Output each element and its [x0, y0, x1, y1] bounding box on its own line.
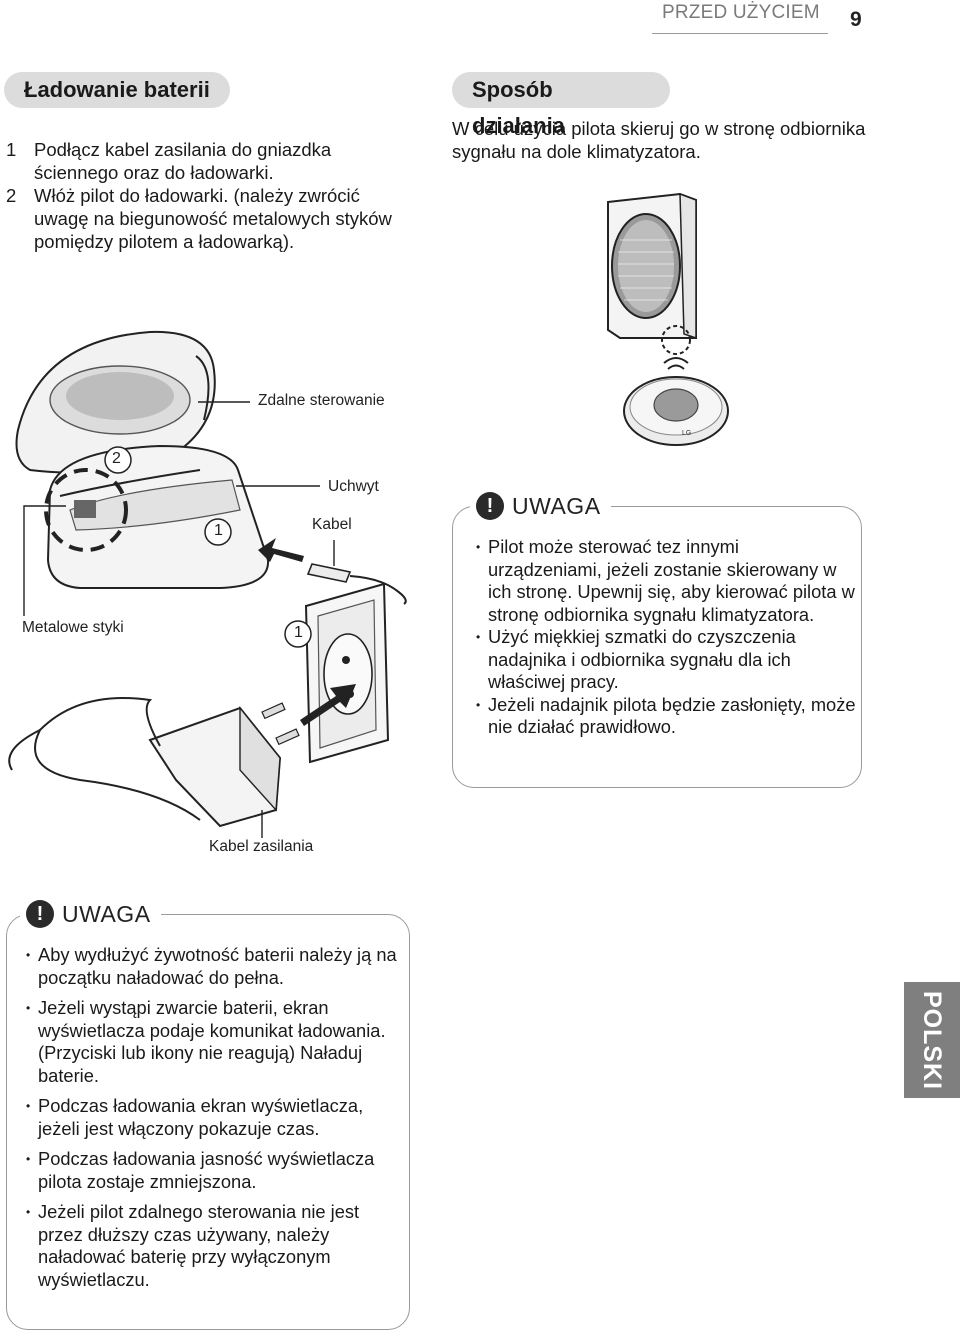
language-tab: POLSKI	[904, 982, 960, 1098]
section-title: PRZED UŻYCIEM	[662, 2, 820, 23]
note-header: ! UWAGA	[20, 900, 161, 928]
warning-icon: !	[476, 492, 504, 520]
note-item: Podczas ładowania jasność wyświetlacza p…	[26, 1148, 406, 1193]
charging-heading: Ładowanie baterii	[4, 72, 230, 108]
charging-steps: 1 Podłącz kabel zasilania do gniazdka śc…	[6, 138, 406, 253]
note-item: Jeżeli wystąpi zwarcie baterii, ekran wy…	[26, 997, 406, 1087]
brand-logo: LG	[682, 430, 691, 437]
note-list: Pilot może sterować tez innymi urządzeni…	[476, 536, 856, 739]
remote-in-hand-illustration	[15, 330, 216, 474]
note-box-operation	[452, 506, 862, 788]
callout-1-label: 1	[214, 522, 223, 539]
operation-heading: Sposób działania	[452, 72, 670, 138]
note-list: Aby wydłużyć żywotność baterii należy ją…	[26, 944, 406, 1299]
note-item: Pilot może sterować tez innymi urządzeni…	[476, 536, 856, 626]
holder-label: Uchwyt	[328, 478, 379, 495]
charger-illustration	[8, 330, 407, 838]
air-conditioner-illustration	[607, 192, 697, 355]
callout-1-badge	[204, 518, 232, 546]
remote-control-illustration: LG	[623, 357, 729, 446]
page-number: 9	[850, 8, 862, 31]
power-cable-label: Kabel zasilania	[209, 838, 314, 855]
callout-1-badge	[284, 620, 312, 648]
language-tab-label: POLSKI	[918, 990, 947, 1090]
step-text: Włóż pilot do ładowarki. (należy zwrócić…	[34, 185, 392, 252]
note-item: Podczas ładowania ekran wyświetlacza, je…	[26, 1095, 406, 1140]
remote-label: Zdalne sterowanie	[258, 392, 385, 409]
metal-contacts	[74, 500, 96, 518]
note-header: ! UWAGA	[470, 492, 611, 520]
step-number: 1	[6, 139, 17, 160]
operation-text: W celu użycia pilota skieruj go w stronę…	[452, 118, 866, 162]
note-item: Aby wydłużyć żywotność baterii należy ją…	[26, 944, 406, 989]
callout-1-label: 1	[294, 624, 303, 641]
cable-label: Kabel	[312, 516, 352, 533]
step-number: 2	[6, 185, 17, 206]
note-item: Jeżeli nadajnik pilota będzie zasłonięty…	[476, 694, 856, 739]
note-item: Jeżeli pilot zdalnego sterowania nie jes…	[26, 1201, 406, 1291]
note-item: Użyć miękkiej szmatki do czyszczenia nad…	[476, 626, 856, 694]
step-text: Podłącz kabel zasilania do gniazdka ście…	[34, 139, 332, 183]
step-item: 1 Podłącz kabel zasilania do gniazdka śc…	[6, 138, 406, 184]
metal-contacts-label: Metalowe styki	[22, 619, 124, 636]
note-title: UWAGA	[512, 492, 601, 519]
note-box-battery	[6, 914, 410, 1330]
callout-2-label: 2	[112, 450, 121, 467]
callout-2-badge	[104, 446, 132, 474]
header-rule	[652, 33, 828, 34]
warning-icon: !	[26, 900, 54, 928]
step-item: 2 Włóż pilot do ładowarki. (należy zwróc…	[6, 184, 406, 253]
note-title: UWAGA	[62, 900, 151, 927]
